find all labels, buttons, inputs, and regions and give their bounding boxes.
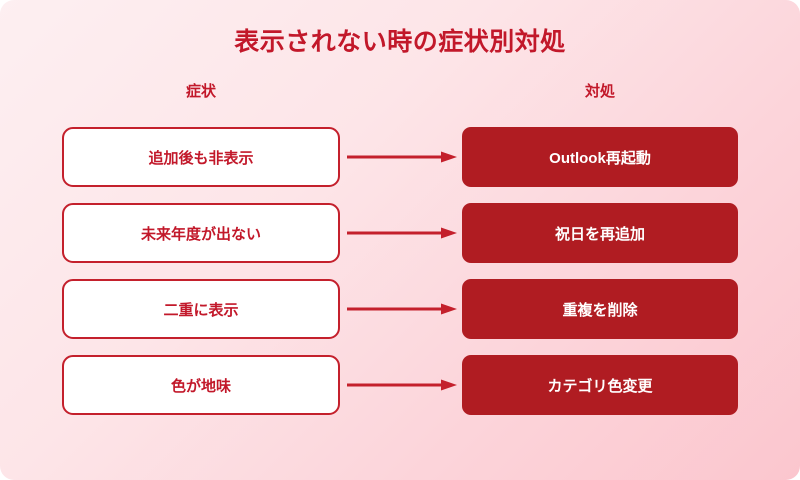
page-title: 表示されない時の症状別対処: [234, 28, 566, 56]
arrow-right-icon: [347, 303, 457, 315]
arrow-right-icon: [347, 227, 457, 239]
fix-box[interactable]: 重複を削除: [462, 279, 738, 339]
column-header-fix: 対処: [584, 83, 615, 100]
symptom-box[interactable]: 二重に表示: [62, 279, 340, 339]
symptom-box[interactable]: 色が地味: [62, 355, 340, 415]
column-header-symptom: 症状: [185, 83, 216, 100]
symptom-box[interactable]: 追加後も非表示: [62, 127, 340, 187]
fix-box[interactable]: Outlook再起動: [462, 127, 738, 187]
table-row: 追加後も非表示 Outlook再起動: [0, 127, 800, 187]
symptom-box[interactable]: 未来年度が出ない: [62, 203, 340, 263]
fix-box[interactable]: カテゴリ色変更: [462, 355, 738, 415]
table-row: 色が地味 カテゴリ色変更: [0, 355, 800, 415]
arrow-right-icon: [347, 379, 457, 391]
arrow-right-icon: [347, 151, 457, 163]
fix-box[interactable]: 祝日を再追加: [462, 203, 738, 263]
table-row: 未来年度が出ない 祝日を再追加: [0, 203, 800, 263]
rows-container: 追加後も非表示 Outlook再起動 未来年度が出ない 祝日を再追加 二: [0, 127, 800, 431]
table-row: 二重に表示 重複を削除: [0, 279, 800, 339]
